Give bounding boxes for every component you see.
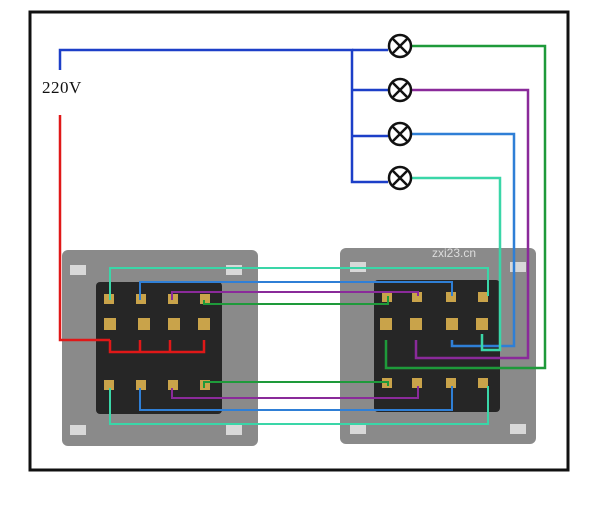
left-switch (62, 250, 258, 446)
lamp-4 (387, 165, 413, 191)
right-switch-tab-br (510, 424, 526, 434)
lamp3-wire (412, 132, 516, 348)
lamp-3 (387, 121, 413, 147)
lamp-1 (387, 33, 413, 59)
supply-voltage-label: 220V (42, 78, 82, 97)
neutral-wire (58, 48, 388, 184)
left-switch-tab-tl (70, 265, 86, 275)
lamp-2 (387, 77, 413, 103)
lamp1-wire (384, 44, 547, 370)
traveler-wires (109, 267, 489, 425)
lamp4-wire (412, 176, 502, 352)
left-switch-body (96, 282, 222, 414)
right-switch-body (374, 280, 500, 412)
left-switch-tab-bl (70, 425, 86, 435)
left-switch-tab-br (226, 425, 242, 435)
left-switch-tab-tr (226, 265, 242, 275)
right-switch-tab-bl (350, 424, 366, 434)
phase-wire (58, 115, 206, 354)
right-switch-tab-tr (510, 262, 526, 272)
watermark: zxi23.cn (432, 246, 477, 260)
lamp2-wire (412, 88, 530, 360)
